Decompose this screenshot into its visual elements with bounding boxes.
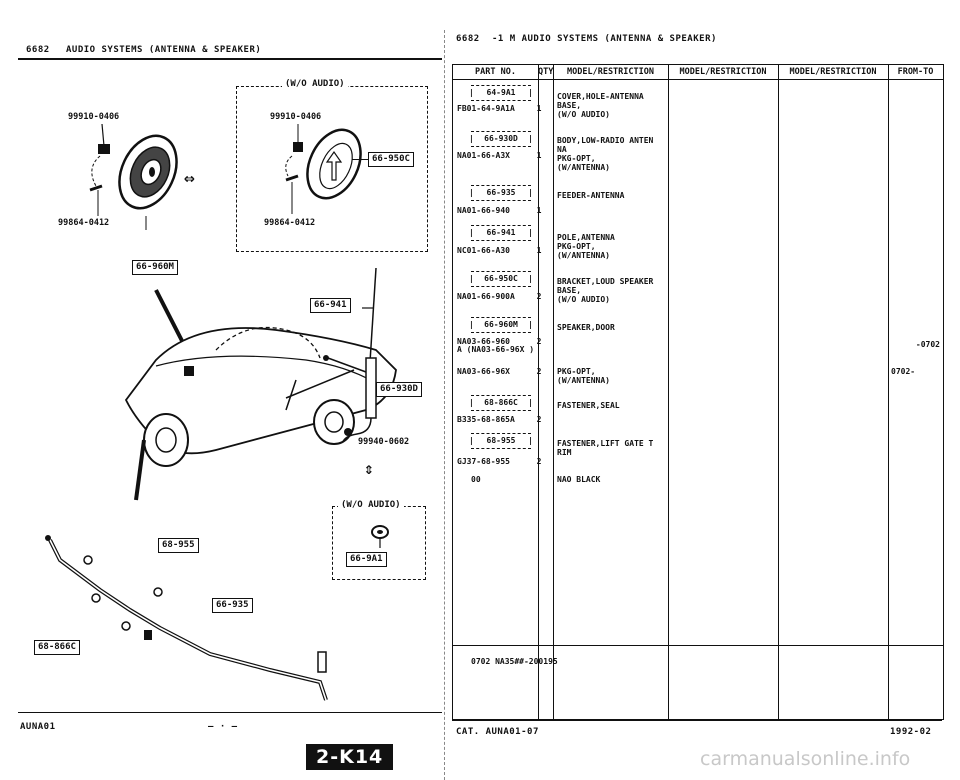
callout-pole-antenna: 66-941 [310, 298, 351, 313]
quantity: 1 [536, 206, 542, 215]
description: COVER,HOLE-ANTENNA BASE, (W/O AUDIO) [557, 92, 644, 119]
col-qty: QTY [538, 65, 553, 80]
part-number: NA03-66-96X [457, 367, 510, 376]
quantity: 2 [536, 292, 542, 301]
bracket-diagram [285, 124, 362, 214]
part-number: NA01-66-A3X [457, 151, 510, 160]
watermark: carmanualsonline.info [700, 748, 911, 770]
quantity: 2 [536, 415, 542, 424]
from-to: -0702 [915, 340, 940, 349]
callout-fastener-trim: 68-955 [158, 538, 199, 553]
callout-cover: 66-9A1 [346, 552, 387, 567]
left-header-title: AUDIO SYSTEMS (ANTENNA & SPEAKER) [66, 45, 262, 55]
left-header-rule [18, 58, 442, 60]
part-number: B335-68-865A [457, 415, 515, 424]
part-number: NC01-66-A30 [457, 246, 510, 255]
description: SPEAKER,DOOR [557, 323, 615, 332]
callout-feeder: 66-935 [212, 598, 253, 613]
ref-number: 66-941 [469, 225, 533, 241]
label-bolt-bottom-left: 99864-0412 [58, 218, 110, 228]
label-bolt-top-left: 99910-0406 [68, 112, 120, 122]
ref-number: 64-9A1 [469, 85, 533, 101]
label-bolt-bottom-right: 99864-0412 [264, 218, 316, 228]
part-number: NA01-66-900A [457, 292, 515, 301]
ref-number: 68-866C [469, 395, 533, 411]
right-footer-rule [452, 720, 942, 721]
serial-note: 0702 NA35##-200195 [471, 657, 558, 666]
variant-box-speaker-title: (W/O AUDIO) [282, 79, 348, 89]
description: BODY,LOW-RADIO ANTEN NA PKG-OPT, (W/ANTE… [557, 136, 654, 172]
quantity: 2 [536, 367, 542, 376]
col-model-2: MODEL/RESTRICTION [668, 65, 778, 80]
col-from-to: FROM-TO [888, 65, 943, 80]
ref-number: 66-950C [469, 271, 533, 287]
part-number: NA01-66-940 [457, 206, 510, 215]
ref-number: 66-930D [469, 131, 533, 147]
description: PKG-OPT, (W/ANTENNA) [557, 367, 610, 385]
description: FEEDER-ANTENNA [557, 191, 625, 200]
catalog-date: 1992-02 [890, 727, 932, 737]
left-footer-rule [18, 712, 442, 713]
callout-body-antenna: 66-930D [376, 382, 422, 397]
page-divider [444, 30, 445, 780]
quantity: 2 [536, 337, 542, 346]
catalog-code: CAT. AUNA01-07 [456, 727, 539, 737]
label-screw: 99940-0602 [358, 437, 410, 447]
callout-bracket: 66-950C [368, 152, 414, 167]
description: FASTENER,LIFT GATE T RIM [557, 439, 654, 457]
quantity: 1 [536, 104, 542, 113]
ref-number: 66-935 [469, 185, 533, 201]
interchange-arrow-vertical-icon: ⇕ [364, 459, 374, 478]
callout-fastener-seal: 68-866C [34, 640, 80, 655]
left-footer-dashes: — · — [208, 722, 238, 732]
cover-icon [371, 525, 389, 548]
ref-number: 66-960M [469, 317, 533, 333]
part-number: 00 [471, 475, 481, 484]
quantity: 1 [536, 246, 542, 255]
part-number: FB01-64-9A1A [457, 104, 515, 113]
alt-part-number: A (NA03-66-96X ) [457, 345, 535, 354]
page-mark: 2-K14 [306, 744, 394, 770]
quantity: 1 [536, 151, 542, 160]
description: NAO BLACK [557, 475, 601, 484]
col-model-3: MODEL/RESTRICTION [778, 65, 888, 80]
variant-box-cover-title: (W/O AUDIO) [338, 500, 404, 510]
parts-table: PART NO. QTY MODEL/RESTRICTION MODEL/RES… [452, 64, 944, 720]
quantity: 2 [536, 457, 542, 466]
part-number: NA03-66-960 [457, 337, 510, 346]
right-header-code: 6682 [456, 34, 480, 44]
label-bolt-top-right: 99910-0406 [270, 112, 322, 122]
feeder-cable-diagram [45, 535, 328, 701]
from-to: 0702- [891, 367, 916, 376]
col-model-1: MODEL/RESTRICTION [553, 65, 668, 80]
description: BRACKET,LOUD SPEAKER BASE, (W/O AUDIO) [557, 277, 654, 304]
antenna-diagram [323, 267, 377, 442]
interchange-arrow-icon: ⇔ [184, 168, 195, 189]
col-part-no: PART NO. [453, 65, 538, 80]
ref-number: 68-955 [469, 433, 533, 449]
part-number: GJ37-68-955 [457, 457, 510, 466]
description: POLE,ANTENNA PKG-OPT, (W/ANTENNA) [557, 233, 615, 260]
left-footer-code: AUNA01 [20, 722, 56, 732]
callout-speaker-door: 66-960M [132, 260, 178, 275]
speaker-left-diagram [89, 123, 178, 230]
left-header-code: 6682 [26, 45, 50, 55]
right-header-title: -1 M AUDIO SYSTEMS (ANTENNA & SPEAKER) [492, 34, 717, 44]
description: FASTENER,SEAL [557, 401, 620, 410]
